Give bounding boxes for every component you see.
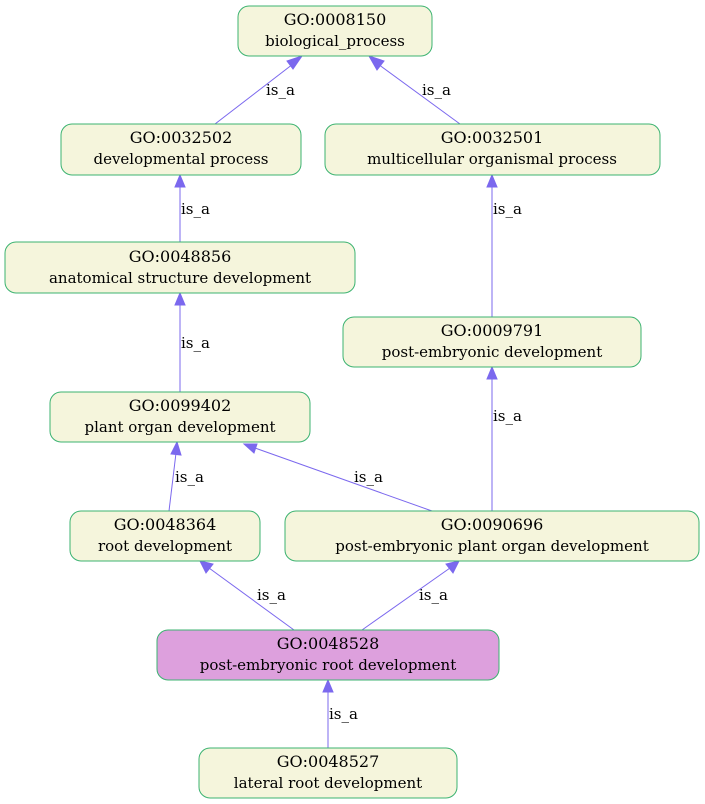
edge-48364-to-99402: is_a (168, 440, 204, 512)
arrowhead-icon (170, 440, 182, 456)
node-id: GO:0008150 (284, 10, 387, 29)
node-id: GO:0048364 (114, 515, 217, 534)
edge-line (377, 63, 461, 125)
edge-line (168, 452, 177, 512)
node-box (60, 123, 302, 176)
edge-9791-to-32501: is_a (486, 173, 522, 317)
node-go-0008150[interactable]: GO:0008150 biological_process (237, 5, 433, 57)
edge-line (208, 567, 295, 631)
edge-line (254, 447, 433, 512)
edge-label: is_a (181, 334, 210, 352)
node-label: post-embryonic development (382, 343, 602, 361)
edge-line (214, 63, 294, 125)
edge-label: is_a (181, 200, 210, 218)
node-label: lateral root development (234, 774, 422, 792)
edge-48856-to-32502: is_a (174, 173, 210, 242)
arrowhead-icon (486, 173, 498, 188)
edge-label: is_a (175, 468, 204, 486)
node-id: GO:0048856 (129, 247, 232, 266)
edges: is_a is_a is_a is_a is_a (168, 55, 522, 748)
node-box (156, 629, 500, 681)
arrowhead-icon (242, 443, 258, 454)
edge-label: is_a (422, 81, 451, 99)
edge-48528-to-48364: is_a (199, 560, 295, 631)
edge-90696-to-9791: is_a (486, 365, 522, 511)
node-box (198, 747, 458, 799)
arrowhead-icon (445, 560, 460, 574)
node-id: GO:0048528 (277, 634, 380, 653)
edge-label: is_a (419, 586, 448, 604)
node-label: plant organ development (84, 418, 275, 436)
edge-label: is_a (329, 705, 358, 723)
node-label: anatomical structure development (49, 269, 311, 287)
arrowhead-icon (199, 560, 214, 574)
node-box (237, 5, 433, 57)
node-id: GO:0099402 (129, 396, 232, 415)
node-box (69, 510, 261, 562)
node-box (342, 316, 642, 368)
edge-32501-to-8150: is_a (367, 55, 461, 125)
node-id: GO:0032501 (441, 128, 544, 147)
nodes: GO:0008150 biological_process GO:0032502… (4, 5, 700, 799)
node-go-0090696[interactable]: GO:0090696 post-embryonic plant organ de… (284, 510, 700, 562)
edge-48527-to-48528: is_a (322, 678, 358, 748)
edge-48528-to-90696: is_a (361, 560, 460, 631)
node-label: post-embryonic plant organ development (335, 537, 648, 555)
node-go-0048527[interactable]: GO:0048527 lateral root development (198, 747, 458, 799)
node-id: GO:0048527 (277, 752, 380, 771)
node-label: multicellular organismal process (367, 150, 617, 168)
node-label: developmental process (93, 150, 268, 168)
edge-line (361, 567, 451, 631)
edge-90696-to-99402: is_a (242, 443, 433, 512)
node-go-0048856[interactable]: GO:0048856 anatomical structure developm… (4, 241, 356, 294)
node-box (49, 391, 311, 443)
node-id: GO:0009791 (441, 321, 544, 340)
node-box (324, 123, 661, 176)
edge-label: is_a (493, 407, 522, 425)
edge-99402-to-48856: is_a (174, 291, 210, 392)
node-go-0048364[interactable]: GO:0048364 root development (69, 510, 261, 562)
node-go-0032502[interactable]: GO:0032502 developmental process (60, 123, 302, 176)
node-id: GO:0090696 (441, 515, 544, 534)
edge-label: is_a (493, 200, 522, 218)
arrowhead-icon (367, 55, 385, 71)
arrowhead-icon (174, 173, 186, 188)
node-go-0048528[interactable]: GO:0048528 post-embryonic root developme… (156, 629, 500, 681)
arrowhead-icon (322, 678, 334, 693)
node-id: GO:0032502 (130, 128, 233, 147)
arrowhead-icon (174, 291, 186, 306)
arrowhead-icon (286, 55, 304, 70)
node-label: root development (98, 537, 232, 555)
edge-label: is_a (354, 468, 383, 486)
node-box (284, 510, 700, 562)
node-go-0099402[interactable]: GO:0099402 plant organ development (49, 391, 311, 443)
edge-32502-to-8150: is_a (214, 55, 304, 125)
node-box (4, 241, 356, 294)
node-label: post-embryonic root development (200, 656, 457, 674)
node-label: biological_process (265, 32, 405, 50)
arrowhead-icon (486, 365, 498, 380)
node-go-0032501[interactable]: GO:0032501 multicellular organismal proc… (324, 123, 661, 176)
node-go-0009791[interactable]: GO:0009791 post-embryonic development (342, 316, 642, 368)
edge-label: is_a (257, 586, 286, 604)
edge-label: is_a (266, 81, 295, 99)
